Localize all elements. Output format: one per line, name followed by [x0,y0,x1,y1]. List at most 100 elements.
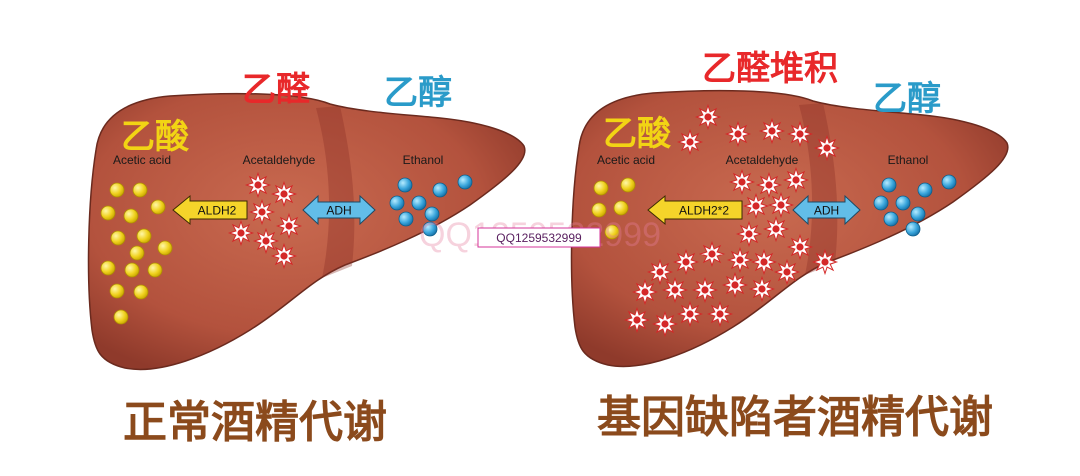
acetaldehyde-star-core [736,256,744,264]
acetaldehyde-molecule [786,233,814,261]
acetaldehyde-molecule [773,258,801,286]
panel-deficient-metabolism: 乙醛堆积 乙醇 乙酸 Acetic acid Acetaldehyde Etha… [570,49,1009,443]
acetaldehyde-star-core [656,268,664,276]
acetaldehyde-star-core [280,190,288,198]
acetaldehyde-molecule [748,275,776,303]
acetaldehyde-star-core [792,176,800,184]
acetic-acid-molecule [620,177,636,193]
watermark-box-text: QQ1259532999 [496,231,582,245]
acetaldehyde-star-core [633,316,641,324]
acetaldehyde-molecule [270,242,298,270]
acetic-acid-molecule [150,199,166,215]
acetaldehyde-star-core [731,281,739,289]
ethanol-molecule [398,211,414,227]
acetaldehyde-star-core [280,252,288,260]
acetaldehyde-star-core [821,258,829,266]
acetic-acid-molecule [100,205,116,221]
acetaldehyde-molecule [248,198,276,226]
acetaldehyde-molecule [755,171,783,199]
acetic-acid-molecule [110,230,126,246]
ethanol-molecule [895,195,911,211]
acetaldehyde-star-core [258,208,266,216]
acetaldehyde-molecule [698,240,726,268]
acetaldehyde-molecule [742,192,770,220]
acetaldehyde-star-core [682,258,690,266]
acetaldehyde-molecule [623,306,651,334]
ethanol-molecule [905,221,921,237]
acetic-acid-molecule [604,224,620,240]
acetic-acid-molecule [591,202,607,218]
acetaldehyde-molecule [813,134,841,162]
acetic-acid-molecule [157,240,173,256]
ethanol-molecule [422,221,438,237]
acetic-acid-molecule [147,262,163,278]
acetaldehyde-molecule [767,191,795,219]
acetic-acid-molecule [123,208,139,224]
acetaldehyde-star-core [760,258,768,266]
ethanol-molecule [424,206,440,222]
ethanol-molecule [883,211,899,227]
acetic-acid-label-cn: 乙酸 [603,114,672,154]
acetic-acid-molecule [109,182,125,198]
acetaldehyde-molecule [651,310,679,338]
acetaldehyde-star-core [701,286,709,294]
ethanol-label-cn: 乙醇 [873,79,941,119]
ethanol-molecule [873,195,889,211]
acetaldehyde-molecule [706,300,734,328]
molecules-deficient [591,103,957,338]
acetaldehyde-molecule [762,215,790,243]
acetaldehyde-molecule [758,117,786,145]
acetic-acid-label-cn: 乙酸 [121,117,190,157]
acetic-acid-molecule [100,260,116,276]
ethanol-molecule [941,174,957,190]
acetaldehyde-molecule [750,248,778,276]
acetaldehyde-molecule [244,171,272,199]
aldh-arrow-shape [647,194,743,226]
acetic-acid-molecule [129,245,145,261]
acetaldehyde-star-core [765,181,773,189]
watermark-box [477,227,601,248]
aldh-deficient-arrow: ALDH2*2 [647,194,743,226]
acetaldehyde-molecule [275,212,303,240]
acetaldehyde-star-core [768,127,776,135]
ethanol-molecule [411,195,427,211]
acetic-acid-molecule [136,228,152,244]
aldh-deficient-enzyme-label: ALDH2*2 [679,204,729,218]
acetaldehyde-molecule [691,276,719,304]
ethanol-molecule [917,182,933,198]
acetaldehyde-molecule [646,258,674,286]
acetaldehyde-star-core [686,310,694,318]
acetic-acid-molecule [109,283,125,299]
panel-normal-metabolism: 乙醛 乙醇 乙酸 Acetic acid Acetaldehyde Ethano… [87,70,526,448]
ethanol-molecule [457,174,473,190]
adh-enzyme-label: ADH [814,204,839,218]
acetaldehyde-molecule [786,120,814,148]
acetic-acid-molecule [133,284,149,300]
acetaldehyde-star-core [237,229,245,237]
acetaldehyde-molecule [721,271,749,299]
aldh-enzyme-label: ALDH2 [198,204,237,218]
acetaldehyde-star-core [734,130,742,138]
acetaldehyde-label-en: Acetaldehyde [726,153,799,167]
adh-enzyme-label: ADH [326,204,351,218]
caption-normal: 正常酒精代谢 [123,397,387,448]
acetic-acid-molecule [593,180,609,196]
acetaldehyde-molecule [631,278,659,306]
acetaldehyde-molecule [728,168,756,196]
aldh-arrow: ALDH2 [172,194,248,226]
aldh-arrow-shape [172,194,248,226]
ethanol-molecule [432,182,448,198]
ethanol-label-en: Ethanol [888,153,929,167]
acetaldehyde-molecule [227,219,255,247]
molecules-normal [100,171,473,325]
adh-arrow: ADH [302,194,376,226]
acetaldehyde-accumulation-label-cn: 乙醛堆积 [702,49,838,89]
acetaldehyde-label-en: Acetaldehyde [243,153,316,167]
ethanol-molecule [881,177,897,193]
acetaldehyde-star-core [285,222,293,230]
acetaldehyde-star-core [738,178,746,186]
acetaldehyde-molecule [782,166,810,194]
acetaldehyde-star-core [686,138,694,146]
acetaldehyde-star-core [777,201,785,209]
